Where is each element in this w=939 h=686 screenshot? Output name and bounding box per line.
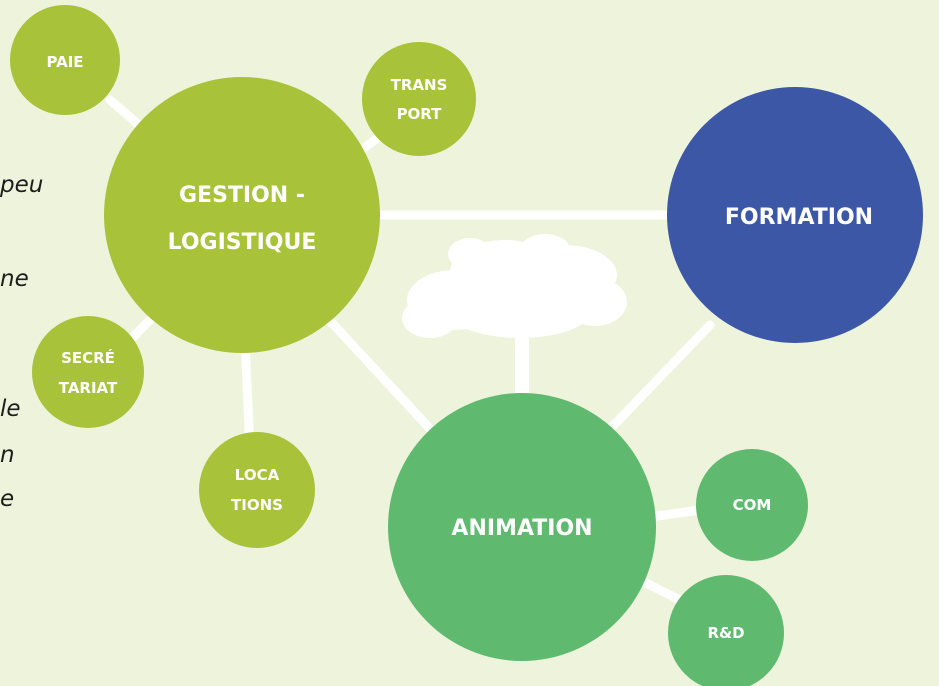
- gestion-logistique-node: [104, 77, 380, 353]
- formation-label: FORMATION: [725, 205, 873, 230]
- com-node: [696, 449, 808, 561]
- locations-label-line2: TIONS: [231, 496, 283, 514]
- secretariat-label-line2: TARIAT: [59, 379, 118, 397]
- connector-animation-com: [645, 505, 705, 522]
- com-label: COM: [733, 496, 772, 514]
- formation-node: [667, 87, 923, 343]
- gestion-label-line1: GESTION -: [179, 183, 305, 208]
- rd-label: R&D: [707, 624, 744, 642]
- animation-label: ANIMATION: [451, 516, 592, 541]
- transport-label-line1: TRANS: [391, 76, 448, 94]
- connector-gestion-locations: [240, 335, 255, 455]
- locations-label-line1: LOCA: [235, 466, 280, 484]
- connector-gestion-animation: [315, 305, 450, 450]
- tree-icon: [402, 234, 627, 400]
- rd-node: [668, 575, 784, 686]
- paie-label: PAIE: [46, 53, 83, 71]
- text-fragment-1: peu: [0, 172, 44, 198]
- text-fragment-5: e: [0, 486, 15, 512]
- transport-node: [362, 42, 476, 156]
- connector-secretariat-gestion: [125, 315, 155, 345]
- secretariat-node: [32, 316, 144, 428]
- locations-node: [199, 432, 315, 548]
- secretariat-label-line1: SECRÉ: [61, 348, 115, 367]
- text-fragment-3: le: [0, 396, 21, 422]
- animation-node: [388, 393, 656, 661]
- text-fragment-2: ne: [0, 266, 29, 292]
- gestion-label-line2: LOGISTIQUE: [168, 230, 317, 255]
- text-fragment-4: n: [0, 442, 15, 468]
- transport-label-line2: PORT: [397, 105, 443, 123]
- paie-node: [10, 5, 120, 115]
